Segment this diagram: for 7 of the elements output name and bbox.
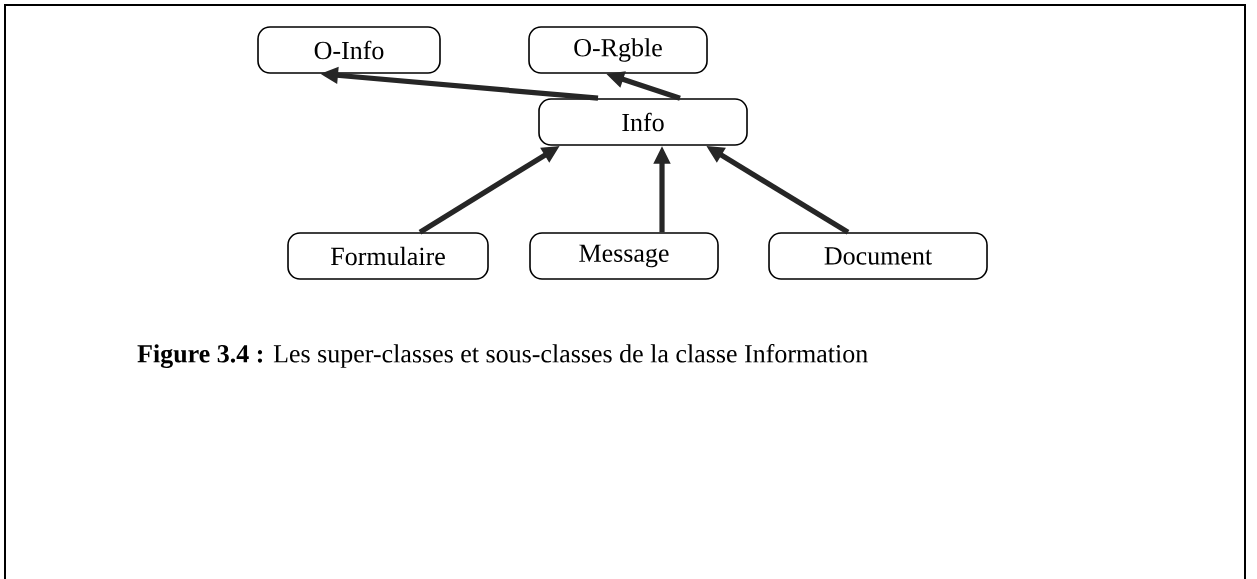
figure-caption: Figure 3.4 : Les super-classes et sous-classes de la classe Information [137, 343, 868, 369]
class-box: Info [538, 98, 748, 146]
class-box: Formulaire [287, 232, 489, 280]
class-box: O-Info [257, 26, 441, 74]
class-box: Document [768, 232, 988, 280]
class-box: O-Rgble [528, 26, 708, 74]
class-box: Message [529, 232, 719, 280]
